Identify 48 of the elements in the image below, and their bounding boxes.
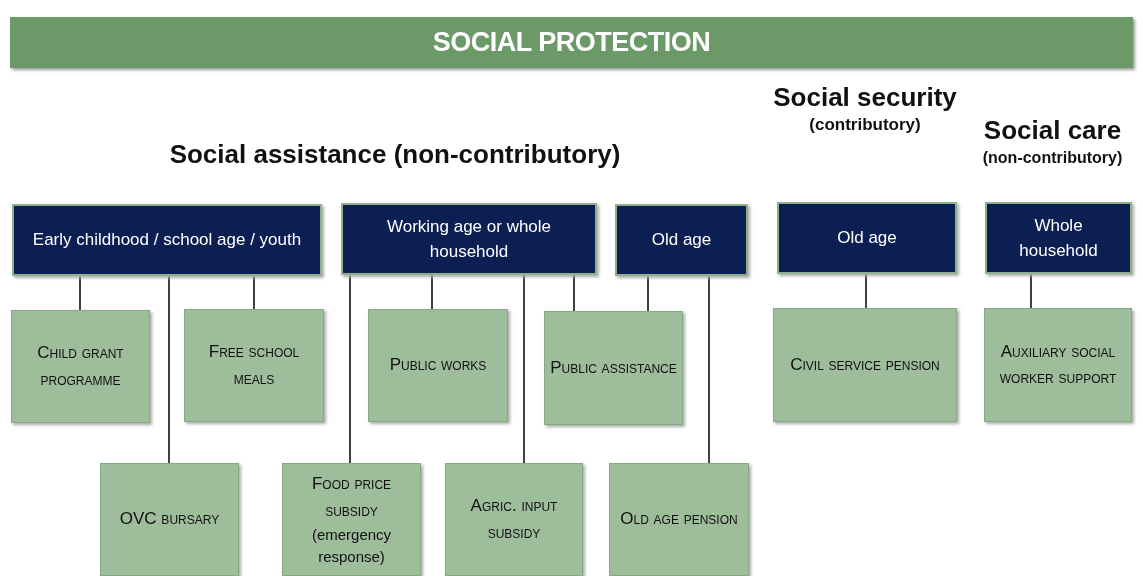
programme-box — [609, 463, 749, 576]
connector-line — [79, 275, 81, 311]
section-subheading: (contributory) — [808, 114, 922, 136]
category-box — [341, 203, 597, 275]
connector-line — [647, 275, 649, 312]
category-box — [985, 202, 1132, 274]
programme-box — [445, 463, 583, 576]
connector-line — [523, 274, 525, 464]
category-label: Early childhood / school age / youth — [32, 229, 302, 252]
programme-box — [368, 309, 508, 422]
programme-box — [100, 463, 239, 576]
programme-box — [282, 463, 421, 576]
connector-line — [573, 274, 575, 312]
section-subheading: (non-contributory) — [981, 148, 1124, 168]
programme-label: Food price subsidy — [310, 473, 393, 522]
programme-label: Agric. input subsidy — [469, 495, 559, 544]
category-label: Old age — [651, 229, 712, 252]
category-label: Old age — [837, 227, 897, 250]
connector-line — [708, 275, 710, 464]
programme-label: Public works — [389, 354, 487, 377]
category-label: Whole household — [1018, 214, 1099, 262]
programme-label: Old age pension — [620, 508, 738, 531]
category-label: Working age or whole household — [385, 215, 553, 263]
connector-line — [168, 275, 170, 464]
title-banner: SOCIAL PROTECTION — [10, 17, 1133, 68]
category-box — [777, 202, 957, 274]
section-heading: Social security — [772, 81, 958, 114]
programme-label: Auxiliary social worker support — [998, 340, 1118, 389]
connector-line — [349, 274, 351, 464]
programme-label: Civil service pension — [790, 353, 940, 376]
programme-label: OVC bursary — [119, 508, 220, 531]
section-heading: Social care — [982, 114, 1123, 147]
programme-note: (emergency response) — [310, 525, 393, 567]
connector-line — [1030, 273, 1032, 309]
programme-box — [544, 311, 683, 425]
programme-box — [184, 309, 324, 422]
programme-box — [773, 308, 957, 422]
category-box — [12, 204, 322, 276]
programme-box — [984, 308, 1132, 422]
programme-label: Public assistance — [550, 356, 677, 379]
programme-label: Child grant programme — [36, 342, 125, 391]
section-heading: Social assistance (non-contributory) — [168, 138, 622, 171]
programme-label: Free school meals — [207, 341, 301, 390]
connector-line — [253, 275, 255, 310]
connector-line — [865, 273, 867, 309]
connector-line — [431, 274, 433, 310]
category-box — [615, 204, 748, 276]
programme-box — [11, 310, 150, 423]
